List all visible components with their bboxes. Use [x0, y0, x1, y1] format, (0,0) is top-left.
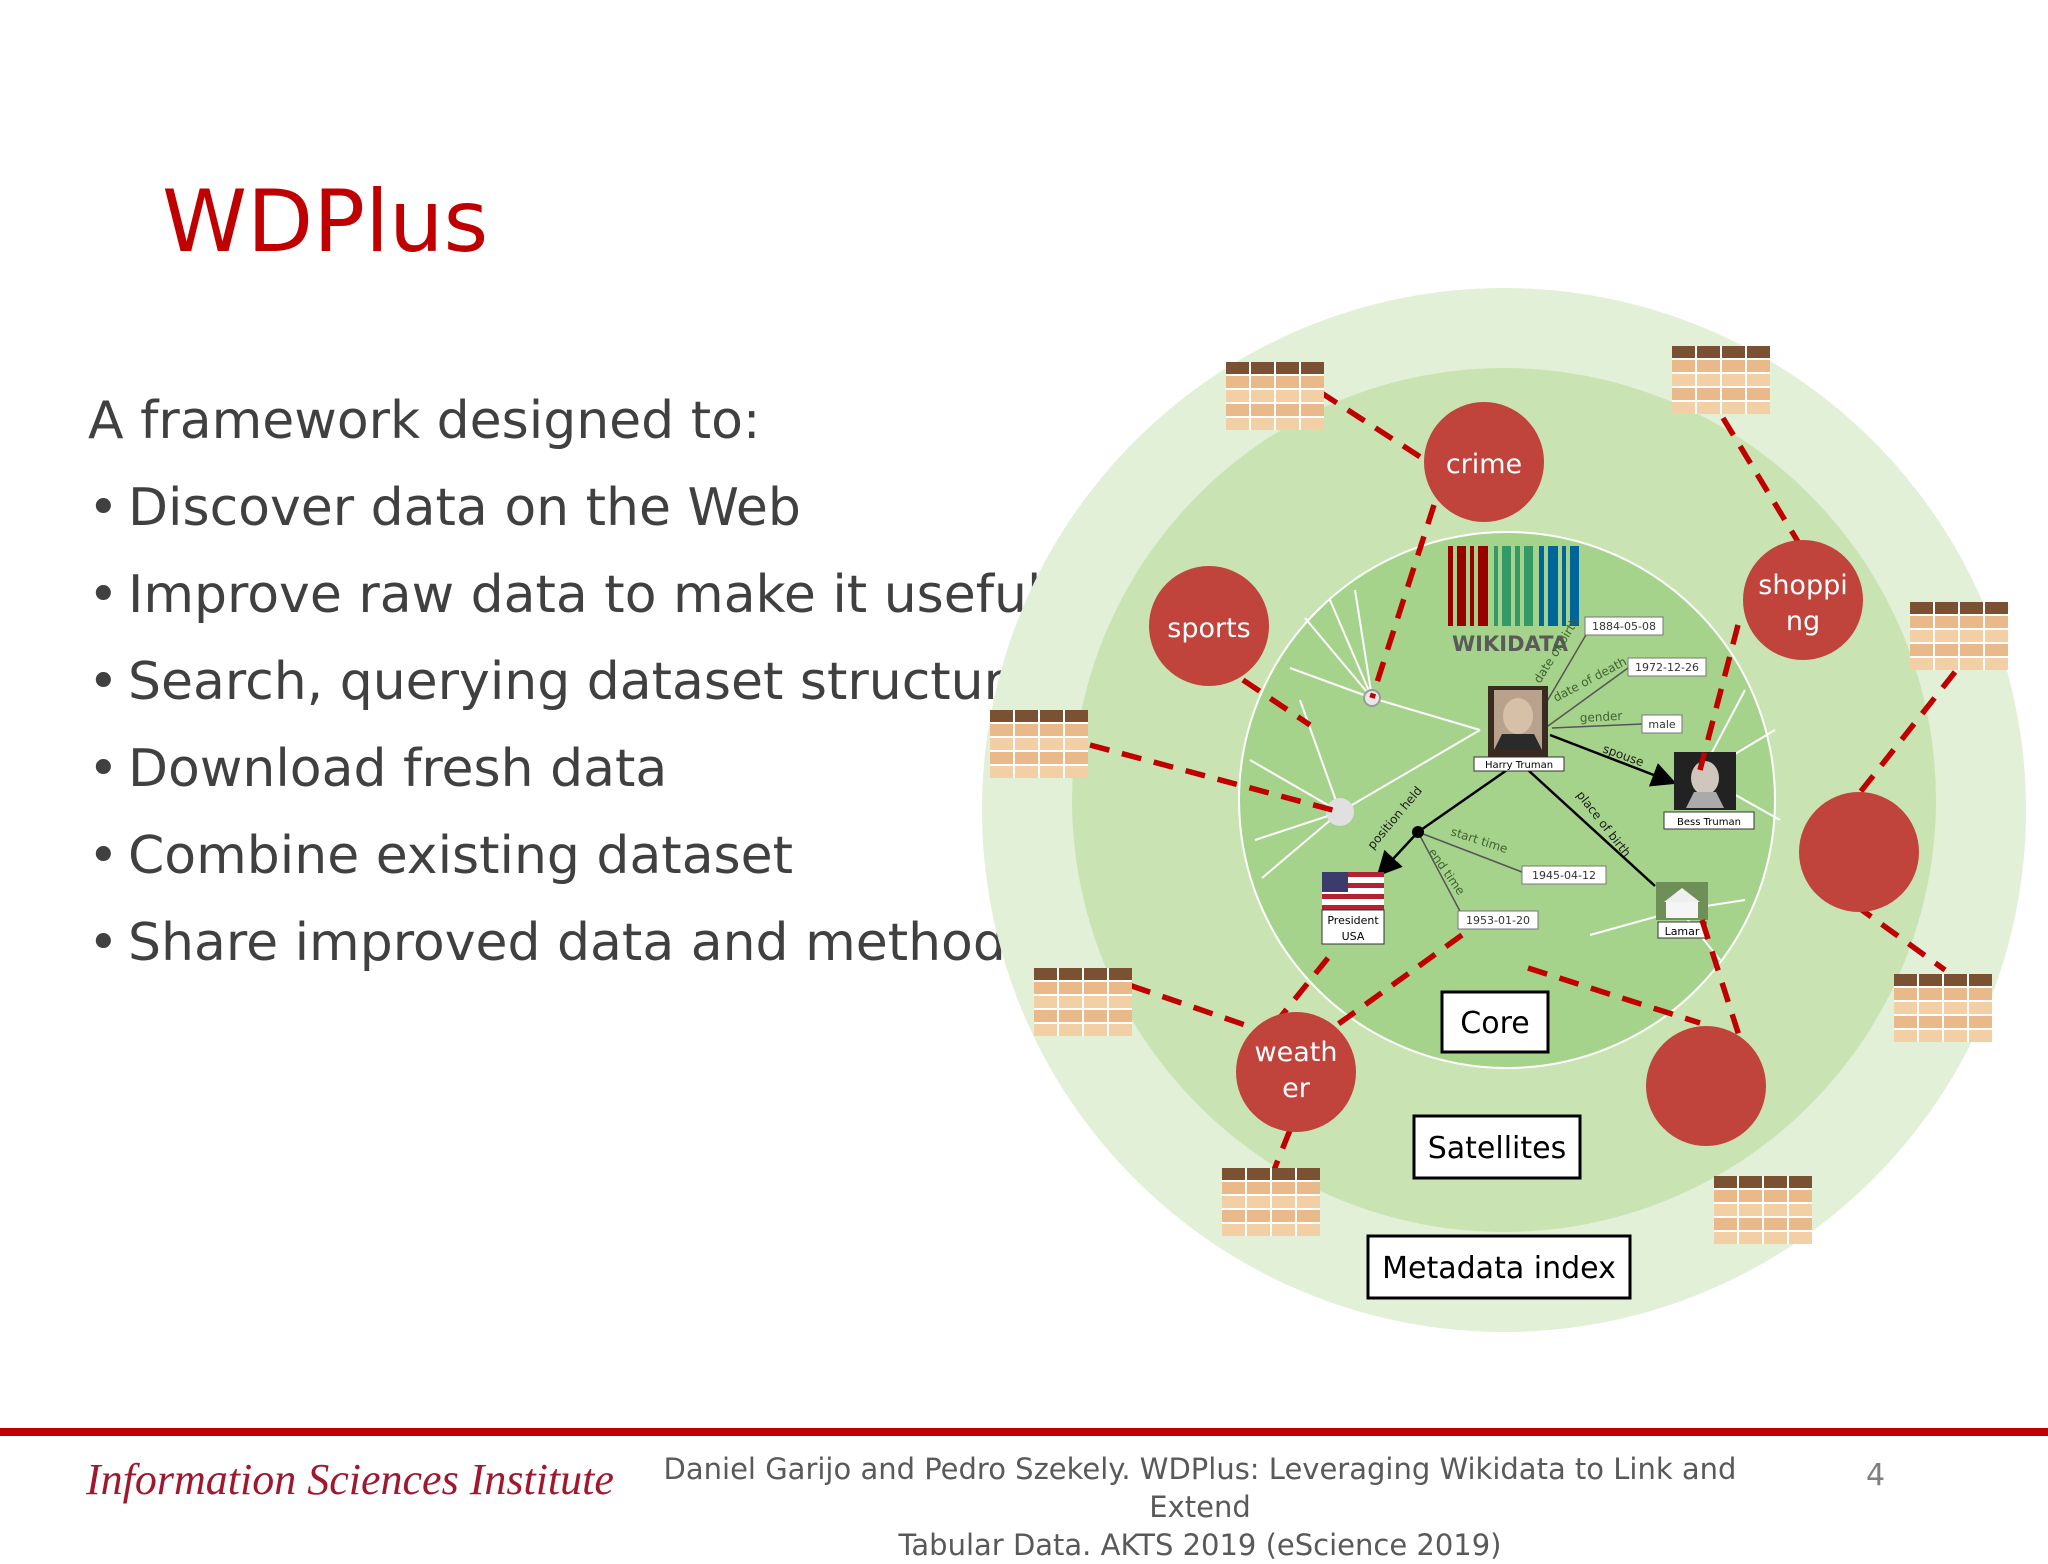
table-icon — [1714, 1176, 1812, 1244]
satellites-label: Satellites — [1412, 1114, 1582, 1180]
svg-text:Satellites: Satellites — [1428, 1131, 1567, 1166]
svg-text:crime: crime — [1446, 449, 1522, 480]
footer-logo: Information Sciences Institute — [86, 1455, 614, 1504]
svg-text:Core: Core — [1460, 1006, 1529, 1041]
intro-text: A framework designed to: — [88, 391, 761, 451]
bullet-item: •Discover data on the Web — [88, 465, 1041, 552]
domain-node-unlabeled — [1646, 1026, 1766, 1146]
domain-node-crime: crime — [1424, 402, 1544, 522]
value-start-time: 1945-04-12 — [1532, 869, 1596, 882]
edge-label-gender: gender — [1579, 709, 1622, 725]
graph-node — [1326, 798, 1354, 826]
wikidata-logo: WIKIDATA — [1448, 546, 1579, 656]
qualifier-node — [1412, 826, 1424, 838]
dashed-links — [1089, 389, 1958, 1177]
harry-truman-photo: Harry Truman — [1473, 686, 1565, 772]
core-label: Core — [1440, 990, 1550, 1054]
table-icon — [1672, 346, 1770, 414]
bullet-list: A framework designed to: •Discover data … — [88, 378, 1041, 987]
president-usa-flag-icon: President USA — [1321, 872, 1385, 945]
domain-node-sports: sports — [1149, 566, 1269, 686]
bullet-dot-icon: • — [88, 739, 119, 799]
lamar-house-icon: Lamar — [1656, 882, 1708, 939]
metadata-index-label: Metadata index — [1366, 1234, 1632, 1300]
bullet-item: •Search, querying dataset structure — [88, 639, 1041, 726]
footer-citation: Daniel Garijo and Pedro Szekely. WDPlus:… — [663, 1452, 1737, 1562]
value-end-time: 1953-01-20 — [1466, 914, 1530, 927]
bullet-item: •Combine existing dataset — [88, 813, 1041, 900]
footer-divider — [0, 1428, 2048, 1436]
bullet-dot-icon: • — [88, 652, 119, 712]
svg-text:sports: sports — [1167, 613, 1250, 644]
table-icon — [1894, 974, 1992, 1042]
bullet-dot-icon: • — [88, 565, 119, 625]
entity-usa: USA — [1342, 930, 1365, 943]
table-icon — [1222, 1168, 1320, 1236]
wikidata-logo-text: WIKIDATA — [1452, 632, 1569, 656]
table-icon — [1226, 362, 1324, 430]
entity-bess-truman: Bess Truman — [1677, 817, 1741, 828]
slide-title: WDPlus — [162, 172, 489, 272]
value-birth-date: 1884-05-08 — [1592, 620, 1656, 633]
bullet-dot-icon: • — [88, 826, 119, 886]
svg-text:Metadata index: Metadata index — [1382, 1251, 1616, 1286]
bullet-dot-icon: • — [88, 913, 119, 973]
bullet-item: •Improve raw data to make it useful — [88, 552, 1041, 639]
domain-node-unlabeled — [1799, 792, 1919, 912]
dataset-tables — [990, 346, 2008, 1244]
bullet-item: •Download fresh data — [88, 726, 1041, 813]
value-death-date: 1972-12-26 — [1635, 661, 1699, 674]
graph-edges — [1376, 733, 1677, 887]
table-icon — [1034, 968, 1132, 1036]
bullet-item: •Share improved data and methods — [88, 900, 1041, 987]
table-icon — [990, 710, 1088, 778]
entity-lamar: Lamar — [1665, 925, 1700, 938]
bullet-dot-icon: • — [88, 478, 119, 538]
page-number: 4 — [1866, 1458, 1886, 1493]
entity-harry-truman: Harry Truman — [1485, 760, 1553, 771]
entity-president: President — [1327, 914, 1379, 927]
table-icon — [1910, 602, 2008, 670]
value-connectors — [1417, 627, 1643, 916]
wdplus-diagram: WIKIDATA date of birth date of death gen… — [982, 288, 2026, 1332]
value-gender: male — [1648, 718, 1676, 731]
